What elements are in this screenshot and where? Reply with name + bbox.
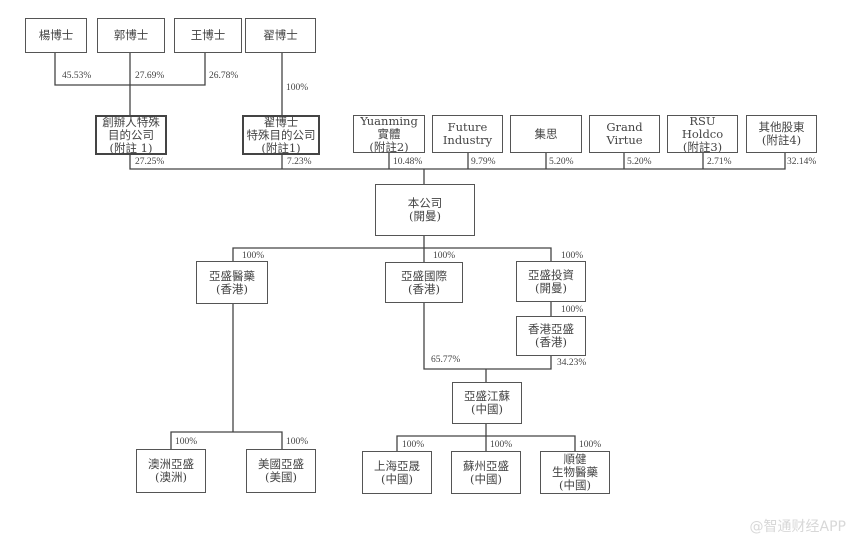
zhai-spv: 翟博士 特殊目的公司 (附註1) <box>242 115 320 155</box>
pct-yuanming: 10.48% <box>393 157 423 167</box>
pct-rsu-holdco: 2.71% <box>707 157 732 167</box>
pct-pharma-hk: 100% <box>242 251 265 261</box>
connector-shareholder-bar <box>129 152 786 170</box>
company-cayman: 本公司 (開曼) <box>375 184 475 236</box>
pct-founder-spv: 27.25% <box>135 157 165 167</box>
sub-hk-ascentage: 香港亞盛 (香港) <box>516 316 586 356</box>
pct-zhai-spv: 7.23% <box>287 157 312 167</box>
connector-pharma-children <box>170 431 283 449</box>
pct-australia: 100% <box>175 437 198 447</box>
sub-jiangsu: 亞盛江蘇 (中國) <box>452 382 522 424</box>
connector-jiangsu-bar <box>423 303 552 370</box>
pct-jiangsu-from-intl: 65.77% <box>431 355 461 365</box>
shareholder-yang: 楊博士 <box>25 18 87 53</box>
pct-yang: 45.53% <box>62 71 92 81</box>
founder-spv: 創辦人特殊 目的公司 (附註 1) <box>95 115 167 155</box>
pct-hk-ascentage: 100% <box>561 305 584 315</box>
holder-others: 其他股東 (附註4) <box>746 115 817 153</box>
pct-suzhou: 100% <box>490 440 513 450</box>
pct-usa: 100% <box>286 437 309 447</box>
sub-pharma-hk: 亞盛醫藥 (香港) <box>196 261 268 304</box>
pct-invest-cayman: 100% <box>561 251 584 261</box>
connector-l1-bar <box>232 247 552 261</box>
pct-grand-virtue: 5.20% <box>627 157 652 167</box>
pct-guo: 27.69% <box>135 71 165 81</box>
pct-future-industry: 9.79% <box>471 157 496 167</box>
pct-shanghai: 100% <box>402 440 425 450</box>
sub-shanghai: 上海亞晟 (中國) <box>362 451 432 494</box>
shareholder-zhai: 翟博士 <box>245 18 316 53</box>
sub-invest-cayman: 亞盛投資 (開曼) <box>516 261 586 302</box>
pct-zhai: 100% <box>286 83 309 93</box>
shareholder-guo: 郭博士 <box>97 18 165 53</box>
sub-usa: 美國亞盛 (美國) <box>246 449 316 493</box>
holder-grand-virtue: Grand Virtue <box>589 115 660 153</box>
shareholder-wang: 王博士 <box>174 18 242 53</box>
pct-jiangsu-from-hk: 34.23% <box>557 358 587 368</box>
sub-shunjian: 順健 生物醫藥 (中國) <box>540 451 610 494</box>
pct-jisi: 5.20% <box>549 157 574 167</box>
pct-others: 32.14% <box>787 157 817 167</box>
sub-suzhou: 蘇州亞盛 (中國) <box>451 451 521 494</box>
holder-rsu-holdco: RSU Holdco (附註3) <box>667 114 738 153</box>
holder-jisi: 集思 <box>510 115 582 153</box>
pct-wang: 26.78% <box>209 71 239 81</box>
sub-australia: 澳洲亞盛 (澳洲) <box>136 449 206 493</box>
sub-intl-hk: 亞盛國際 (香港) <box>385 262 463 303</box>
holder-future-industry: Future Industry <box>432 115 503 153</box>
watermark: @智通财经APP <box>749 519 846 535</box>
holder-yuanming: Yuanming 實體 (附註2) <box>353 114 425 153</box>
pct-shunjian: 100% <box>579 440 602 450</box>
pct-intl-hk: 100% <box>433 251 456 261</box>
